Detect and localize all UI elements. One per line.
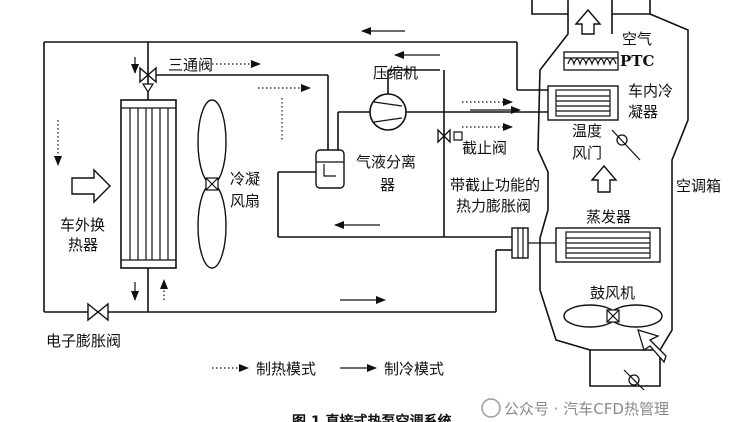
- compressor-label: 压缩机: [373, 64, 418, 82]
- blower-label: 鼓风机: [590, 284, 635, 302]
- airflow-up-arrow-icon: [590, 164, 618, 193]
- temperature-door-icon: [611, 129, 641, 161]
- eev-label: 电子膨胀阀: [46, 332, 121, 350]
- ptc-heater-icon: [563, 51, 619, 71]
- outer-hx-label-2: 热器: [68, 236, 98, 254]
- outer-heat-exchanger: [120, 99, 177, 269]
- three-way-valve-label: 三通阀: [168, 56, 213, 74]
- outer-hx-label-1: 车外换: [60, 216, 105, 234]
- ac-box-outline: [531, 0, 689, 387]
- evaporator-label: 蒸发器: [586, 208, 631, 226]
- ac-box-label: 空调箱: [676, 177, 721, 195]
- txv-label-2: 热力膨胀阀: [456, 197, 531, 215]
- watermark-text: 公众号 · 汽车CFD热管理: [504, 400, 669, 418]
- thermal-expansion-valve-icon: [511, 227, 556, 259]
- shutoff-valve-icon: [437, 128, 463, 144]
- legend-heating-label: 制热模式: [256, 360, 316, 378]
- inner-condenser-icon: [547, 85, 619, 121]
- condenser-fan-label-2: 风扇: [230, 192, 260, 210]
- separator-label-1: 气液分离: [356, 153, 416, 171]
- recirculation-damper-icon: [623, 369, 645, 391]
- watermark: 公众号 · 汽车CFD热管理: [481, 398, 669, 418]
- inner-condenser-label-1: 车内冷: [628, 82, 673, 100]
- airflow-arrow-icon: [71, 168, 111, 204]
- heating-flow-arrows: [54, 60, 513, 300]
- temp-door-label-2: 风门: [572, 144, 602, 162]
- figure-caption: 图 1 直接式热泵空调系统: [292, 413, 452, 422]
- blower-icon: [563, 304, 663, 328]
- air-inlet-arrow-icon: [637, 329, 667, 364]
- air-out-arrow-icon: [574, 8, 602, 35]
- electronic-expansion-valve-icon: [87, 302, 109, 322]
- wechat-icon: [481, 398, 501, 418]
- separator-label-2: 器: [380, 176, 395, 194]
- shutoff-valve-label: 截止阀: [462, 139, 507, 157]
- piping: [43, 41, 548, 313]
- compressor-icon: [369, 93, 407, 131]
- condenser-fan-icon: [197, 99, 227, 269]
- air-label: 空气: [622, 30, 652, 48]
- legend-cooling-label: 制冷模式: [384, 360, 444, 378]
- legend: 制热模式 制冷模式: [212, 360, 444, 378]
- temp-door-label-1: 温度: [572, 122, 602, 140]
- ptc-label: PTC: [620, 52, 654, 70]
- cooling-flow-arrows: [131, 27, 521, 304]
- condenser-fan-label-1: 冷凝: [230, 170, 260, 188]
- inner-condenser-label-2: 凝器: [628, 103, 658, 121]
- txv-label-1: 带截止功能的: [450, 176, 540, 194]
- three-way-valve: [139, 66, 157, 94]
- evaporator-icon: [555, 227, 661, 263]
- gas-liquid-separator-icon: [315, 149, 345, 189]
